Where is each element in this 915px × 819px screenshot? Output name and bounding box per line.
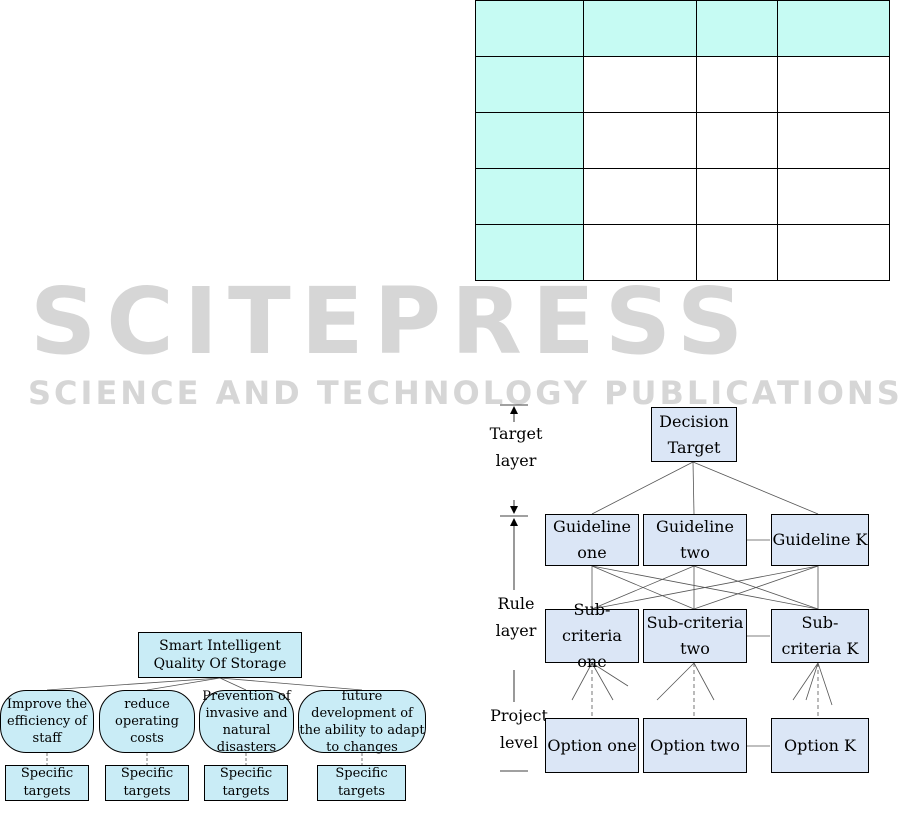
guideline-node: Guideline two [643, 514, 747, 566]
rule-layer-label: Rule layer [495, 594, 537, 640]
empty-table [475, 0, 890, 281]
target-layer-label: Target layer [489, 424, 543, 470]
table-cell [777, 224, 890, 281]
table-cell [475, 224, 584, 281]
table-row [475, 56, 890, 113]
root-node: Smart Intelligent Quality Of Storage [138, 632, 302, 678]
watermark-sub: SCIENCE AND TECHNOLOGY PUBLICATIONS [28, 374, 903, 412]
watermark-main: SCITEPRESS [30, 268, 754, 375]
table-cell [583, 56, 697, 113]
guideline-node: Guideline one [545, 514, 639, 566]
goal-node: Prevention of invasive and natural disas… [199, 689, 294, 755]
table-cell [777, 0, 890, 57]
goal-node: future development of the ability to ada… [298, 688, 426, 755]
subcriteria-node: Sub-criteria K [771, 609, 869, 663]
table-cell [475, 112, 584, 169]
table-row [475, 0, 890, 57]
table-cell [777, 168, 890, 225]
table-cell [696, 224, 778, 281]
target-node: Specific targets [317, 765, 406, 801]
target-node: Specific targets [204, 765, 288, 801]
goal-node: reduce operating costs [99, 690, 195, 753]
table-row [475, 168, 890, 225]
table-row [475, 224, 890, 281]
table-cell [583, 112, 697, 169]
table-row [475, 112, 890, 169]
target-node: Specific targets [105, 765, 189, 801]
table-cell [475, 0, 584, 57]
option-node: Option one [545, 718, 639, 773]
project-level-label: Project level [490, 706, 548, 752]
subcriteria-node: Sub-criteria two [643, 609, 747, 663]
table-cell [475, 168, 584, 225]
table-cell [583, 0, 697, 57]
table-cell [583, 224, 697, 281]
goal-node: Improve the efficiency of staff [0, 690, 94, 753]
option-node: Option two [643, 718, 747, 773]
table-cell [696, 168, 778, 225]
target-node: Specific targets [5, 765, 89, 801]
subcriteria-node: Sub-criteria one [545, 600, 639, 671]
option-node: Option K [771, 718, 869, 773]
guideline-node: Guideline K [771, 514, 869, 566]
decision-target-node: Decision Target [651, 407, 737, 462]
